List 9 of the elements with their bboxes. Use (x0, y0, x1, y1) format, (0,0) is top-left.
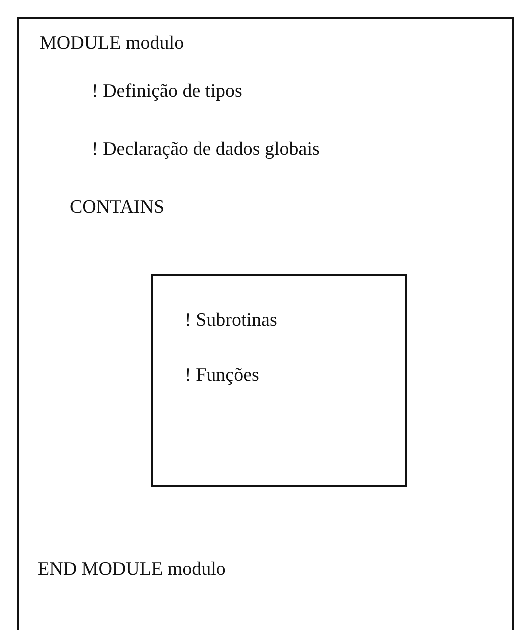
comment-line: ! Funções (185, 365, 260, 387)
keyword-line: CONTAINS (70, 197, 165, 219)
keyword-line: END MODULE modulo (38, 559, 226, 581)
comment-line: ! Declaração de dados globais (92, 139, 320, 161)
contains-box (151, 274, 407, 487)
keyword-line: MODULE modulo (40, 33, 184, 55)
comment-line: ! Subrotinas (185, 310, 278, 332)
comment-line: ! Definição de tipos (92, 81, 242, 103)
module-box (17, 17, 514, 630)
